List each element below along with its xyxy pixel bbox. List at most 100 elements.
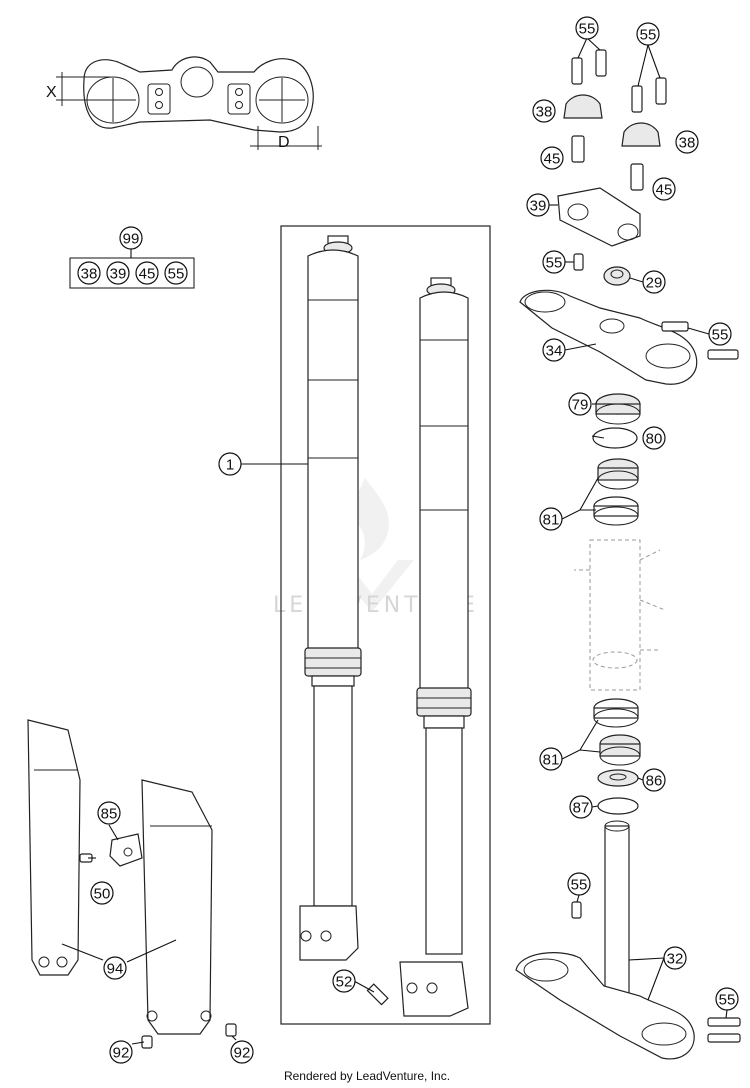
race-81-lower — [593, 698, 639, 728]
svg-text:55: 55 — [546, 255, 563, 272]
svg-text:29: 29 — [646, 275, 663, 292]
svg-text:99: 99 — [123, 231, 140, 248]
bearing-81-upper — [597, 458, 639, 490]
callout-55-top-right: 55 — [636, 22, 660, 46]
bracket-85-part — [109, 833, 143, 867]
callout-55-stem-screw: 55 — [542, 250, 566, 274]
callout-80: 80 — [642, 426, 666, 450]
svg-text:94: 94 — [107, 961, 124, 978]
svg-text:87: 87 — [573, 800, 590, 817]
callout-55-clamp: 55 — [708, 322, 732, 346]
svg-text:45: 45 — [139, 266, 156, 283]
fork-assembly-frame — [280, 225, 491, 1025]
bolt-52-part — [366, 983, 389, 1006]
bolt-55-clamp-a — [661, 321, 689, 332]
kit-item-55: 55 — [164, 261, 188, 285]
screw-55-small — [573, 253, 584, 271]
svg-text:39: 39 — [110, 266, 127, 283]
svg-text:50: 50 — [94, 886, 111, 903]
callout-34: 34 — [542, 338, 566, 362]
svg-text:92: 92 — [113, 1045, 130, 1062]
fork-leg-left — [299, 235, 362, 961]
callout-32: 32 — [663, 946, 687, 970]
callout-29: 29 — [642, 270, 666, 294]
svg-text:55: 55 — [168, 266, 185, 283]
cap-79 — [595, 393, 641, 425]
bearing-81-lower — [599, 734, 641, 766]
callout-55-bottom: 55 — [715, 987, 739, 1011]
callout-50: 50 — [90, 881, 114, 905]
callout-87: 87 — [569, 795, 593, 819]
callout-38-right: 38 — [675, 130, 699, 154]
callout-39: 39 — [526, 193, 550, 217]
svg-text:55: 55 — [712, 327, 729, 344]
bolts-55-top-right — [631, 77, 667, 113]
svg-text:38: 38 — [679, 135, 696, 152]
bolt-45-left — [571, 135, 585, 163]
svg-text:55: 55 — [719, 992, 736, 1009]
callout-86: 86 — [642, 768, 666, 792]
upper-triple-clamp-34 — [519, 289, 698, 385]
svg-text:55: 55 — [640, 27, 657, 44]
callout-92-left: 92 — [109, 1040, 133, 1064]
bolt-55-clamp-b — [707, 349, 739, 360]
svg-text:32: 32 — [667, 951, 684, 968]
callout-45-left: 45 — [540, 146, 564, 170]
fork-leg-right — [399, 277, 472, 1017]
callout-52: 52 — [332, 969, 356, 993]
triple-clamp-dimension-drawing — [56, 56, 322, 150]
callout-55-lower: 55 — [567, 872, 591, 896]
bolts-55-top-left — [571, 49, 607, 85]
callout-92-right: 92 — [230, 1040, 254, 1064]
clamp-cap-38-right — [621, 122, 661, 147]
bolt-45-right — [630, 163, 644, 191]
svg-text:45: 45 — [656, 182, 673, 199]
svg-text:39: 39 — [530, 198, 547, 215]
svg-text:45: 45 — [544, 151, 561, 168]
callout-38-left: 38 — [532, 99, 556, 123]
nut-29 — [603, 266, 631, 286]
callout-94: 94 — [103, 956, 127, 980]
seal-86 — [597, 769, 639, 787]
callout-81-lower: 81 — [539, 747, 563, 771]
callout-81-upper: 81 — [539, 507, 563, 531]
screw-55-lower — [571, 901, 582, 919]
svg-text:81: 81 — [543, 752, 560, 769]
screw-92-right-part — [225, 1023, 237, 1037]
callout-79: 79 — [568, 392, 592, 416]
callout-99: 99 — [119, 226, 143, 250]
washer-87 — [597, 797, 639, 815]
svg-text:38: 38 — [536, 104, 553, 121]
seal-80 — [592, 427, 638, 449]
svg-text:79: 79 — [572, 397, 589, 414]
svg-text:34: 34 — [546, 343, 563, 360]
svg-text:55: 55 — [571, 877, 588, 894]
callout-85: 85 — [97, 801, 121, 825]
callout-45-right: 45 — [652, 177, 676, 201]
kit-item-45: 45 — [135, 261, 159, 285]
kit-item-38: 38 — [77, 261, 101, 285]
steering-head-frame-outline — [574, 539, 666, 691]
svg-text:52: 52 — [336, 974, 353, 991]
svg-text:38: 38 — [81, 266, 98, 283]
callout-1: 1 — [218, 452, 242, 476]
lower-triple-clamp-32 — [515, 820, 695, 1060]
dimension-x-label: X — [46, 84, 57, 101]
svg-text:1: 1 — [226, 457, 234, 474]
kit-item-39: 39 — [106, 261, 130, 285]
callout-55-top-left: 55 — [575, 16, 599, 40]
handlebar-mount-39 — [557, 187, 641, 247]
clamp-cap-38-left — [563, 94, 603, 119]
fork-guard-left — [27, 719, 81, 976]
dimension-d-label: D — [278, 134, 290, 151]
fork-guard-right — [141, 779, 213, 1035]
svg-text:81: 81 — [543, 512, 560, 529]
svg-text:80: 80 — [646, 431, 663, 448]
svg-text:92: 92 — [234, 1045, 251, 1062]
svg-text:55: 55 — [579, 21, 596, 38]
svg-text:86: 86 — [646, 773, 663, 790]
race-81-upper — [593, 496, 639, 526]
svg-text:85: 85 — [101, 806, 118, 823]
footer-credit: Rendered by LeadVenture, Inc. — [284, 1069, 450, 1083]
